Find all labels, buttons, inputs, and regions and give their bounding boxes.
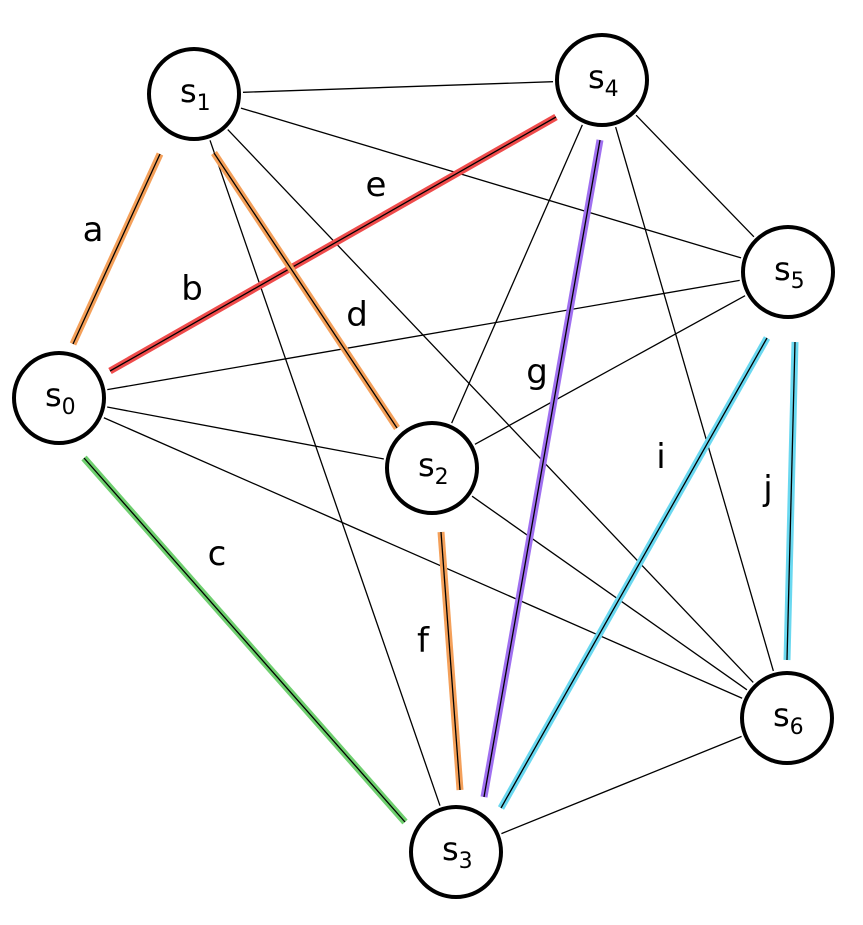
node-label-s0: s0 (45, 376, 76, 420)
edge-d-line (213, 152, 398, 429)
edge-s3-s6 (501, 735, 742, 835)
edge-f-line (440, 531, 461, 791)
node-label-base: s (45, 376, 62, 414)
edge-label-d: d (346, 295, 368, 335)
edge-c-line (83, 457, 406, 823)
node-circle-s0 (12, 351, 106, 445)
edge-label-e: e (366, 165, 387, 205)
node-label-s3: s3 (442, 830, 473, 874)
edge-label-f: f (417, 621, 430, 661)
node-circle-s2 (385, 421, 479, 515)
node-circle-s6 (740, 671, 834, 765)
node-label-subscript: 2 (435, 465, 449, 490)
node-circle-s1 (147, 47, 241, 141)
node-label-subscript: 6 (790, 715, 804, 740)
edge-g-line (483, 139, 601, 798)
node-s6: s6 (740, 671, 834, 765)
node-s3: s3 (409, 805, 503, 899)
edge-s2-s4 (451, 124, 583, 424)
node-label-subscript: 3 (459, 849, 473, 874)
node-label-subscript: 0 (62, 395, 76, 420)
edge-label-a: a (83, 210, 104, 250)
node-label-subscript: 5 (791, 269, 805, 294)
edge-label-b: b (181, 269, 203, 309)
edge-label-c: c (208, 534, 227, 574)
node-label-base: s (773, 696, 790, 734)
node-circle-s3 (409, 805, 503, 899)
edge-label-i: i (656, 437, 665, 477)
node-s4: s4 (555, 33, 649, 127)
edge-s2-s6 (471, 495, 748, 691)
node-label-s5: s5 (774, 250, 805, 294)
node-label-base: s (774, 250, 791, 288)
highlighted-edges (69, 113, 799, 825)
node-label-base: s (180, 72, 197, 110)
node-s2: s2 (385, 421, 479, 515)
node-label-base: s (418, 446, 435, 484)
edge-s4-s6 (615, 126, 774, 672)
edge-labels: a b c d e f g i j (83, 165, 773, 661)
node-s0: s0 (12, 351, 106, 445)
node-s1: s1 (147, 47, 241, 141)
edge-b-line (109, 116, 557, 372)
node-circle-s5 (741, 225, 835, 319)
edge-s4-s5 (635, 114, 755, 238)
node-label-s1: s1 (180, 72, 211, 116)
plain-edges (103, 81, 774, 835)
edge-i-line (500, 337, 768, 809)
edge-s1-s6 (227, 129, 754, 683)
edge-s0-s6 (103, 417, 743, 699)
node-s5: s5 (741, 225, 835, 319)
edge-s0-s2 (107, 406, 384, 460)
node-label-subscript: 1 (197, 91, 211, 116)
node-label-base: s (442, 830, 459, 868)
edge-s1-s4 (242, 81, 554, 93)
node-label-s4: s4 (588, 58, 619, 102)
edge-s1-s3 (209, 140, 441, 806)
edge-s0-s5 (107, 279, 740, 391)
edge-a-line (72, 153, 161, 345)
node-label-base: s (588, 58, 605, 96)
edge-s1-s5 (240, 107, 742, 259)
edge-s2-s5 (474, 295, 746, 445)
node-label-subscript: 4 (605, 77, 619, 102)
node-circle-s4 (555, 33, 649, 127)
edge-label-j: j (762, 469, 772, 509)
edge-label-g: g (526, 352, 548, 392)
edge-j-line (786, 341, 796, 661)
node-label-s6: s6 (773, 696, 804, 740)
node-label-s2: s2 (418, 446, 449, 490)
